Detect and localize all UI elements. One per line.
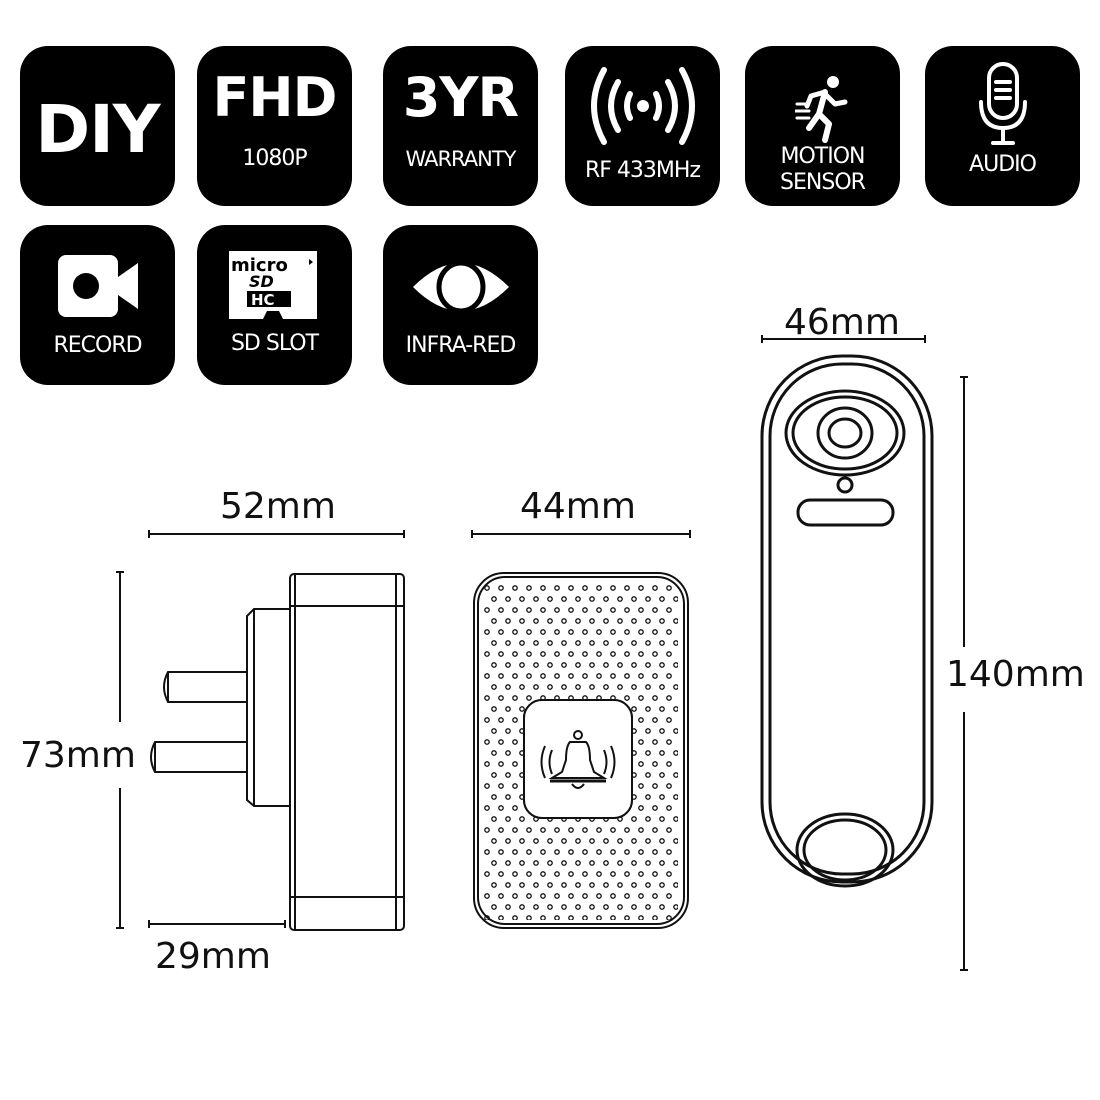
microsd-card-icon: micro SD HC bbox=[229, 251, 317, 319]
tick bbox=[284, 920, 286, 928]
wireless-signal-icon bbox=[591, 67, 695, 145]
motion-sub-line1: MOTION bbox=[780, 144, 866, 169]
plug-width-line bbox=[149, 533, 405, 535]
svg-text:micro: micro bbox=[231, 255, 288, 276]
rf-sub: RF 433MHz bbox=[585, 158, 701, 183]
fhd-badge: FHD 1080P bbox=[197, 46, 352, 206]
running-person-icon bbox=[795, 76, 848, 143]
tick bbox=[148, 530, 150, 538]
motion-badge: MOTION SENSOR bbox=[745, 46, 900, 206]
doorbell-height-line-bottom bbox=[963, 712, 965, 970]
plug-height-label: 73mm bbox=[20, 735, 136, 776]
doorbell-width-label: 46mm bbox=[784, 302, 900, 343]
tick bbox=[924, 335, 926, 343]
diy-badge: DIY bbox=[20, 46, 175, 206]
tick bbox=[960, 969, 968, 971]
infrared-badge: INFRA-RED bbox=[383, 225, 538, 385]
doorbell-height-line-top bbox=[963, 377, 965, 647]
plug-height-line-bottom bbox=[119, 788, 121, 928]
warranty-badge: 3YR WARRANTY bbox=[383, 46, 538, 206]
doorbell-width-line bbox=[762, 338, 926, 340]
infrared-sub: INFRA-RED bbox=[405, 333, 517, 358]
tick bbox=[116, 927, 124, 929]
chime-width-line bbox=[472, 533, 690, 535]
record-sub: RECORD bbox=[53, 333, 142, 358]
tick bbox=[960, 376, 968, 378]
doorbell-drawing bbox=[760, 354, 934, 888]
plug-height-line-top bbox=[119, 572, 121, 722]
tick bbox=[403, 530, 405, 538]
plug-depth-label: 29mm bbox=[155, 936, 271, 977]
microphone-icon bbox=[979, 62, 1027, 145]
rf-badge: RF 433MHz bbox=[565, 46, 720, 206]
record-badge: RECORD bbox=[20, 225, 175, 385]
warranty-label: 3YR bbox=[402, 66, 519, 129]
tick bbox=[471, 530, 473, 538]
eye-icon bbox=[413, 260, 509, 314]
tick bbox=[116, 571, 124, 573]
video-camera-icon bbox=[58, 255, 138, 317]
plug-depth-line bbox=[149, 923, 285, 925]
tick bbox=[761, 335, 763, 343]
warranty-sub: WARRANTY bbox=[405, 147, 516, 171]
svg-text:HC: HC bbox=[251, 291, 275, 309]
plug-adapter-drawing bbox=[150, 573, 405, 931]
doorbell-height-label: 140mm bbox=[946, 654, 1085, 695]
diy-label: DIY bbox=[35, 91, 160, 168]
plug-width-label: 52mm bbox=[220, 486, 336, 527]
sd-sub: SD SLOT bbox=[230, 331, 319, 356]
audio-sub: AUDIO bbox=[969, 152, 1037, 177]
svg-text:SD: SD bbox=[249, 272, 274, 291]
tick bbox=[689, 530, 691, 538]
fhd-sub: 1080P bbox=[242, 146, 307, 171]
tick bbox=[148, 920, 150, 928]
audio-badge: AUDIO bbox=[925, 46, 1080, 206]
fhd-label: FHD bbox=[212, 66, 338, 129]
bell-icon bbox=[540, 730, 616, 789]
chime-width-label: 44mm bbox=[520, 486, 636, 527]
sd-badge: micro SD HC SD SLOT bbox=[197, 225, 352, 385]
motion-sub-line2: SENSOR bbox=[780, 170, 866, 195]
